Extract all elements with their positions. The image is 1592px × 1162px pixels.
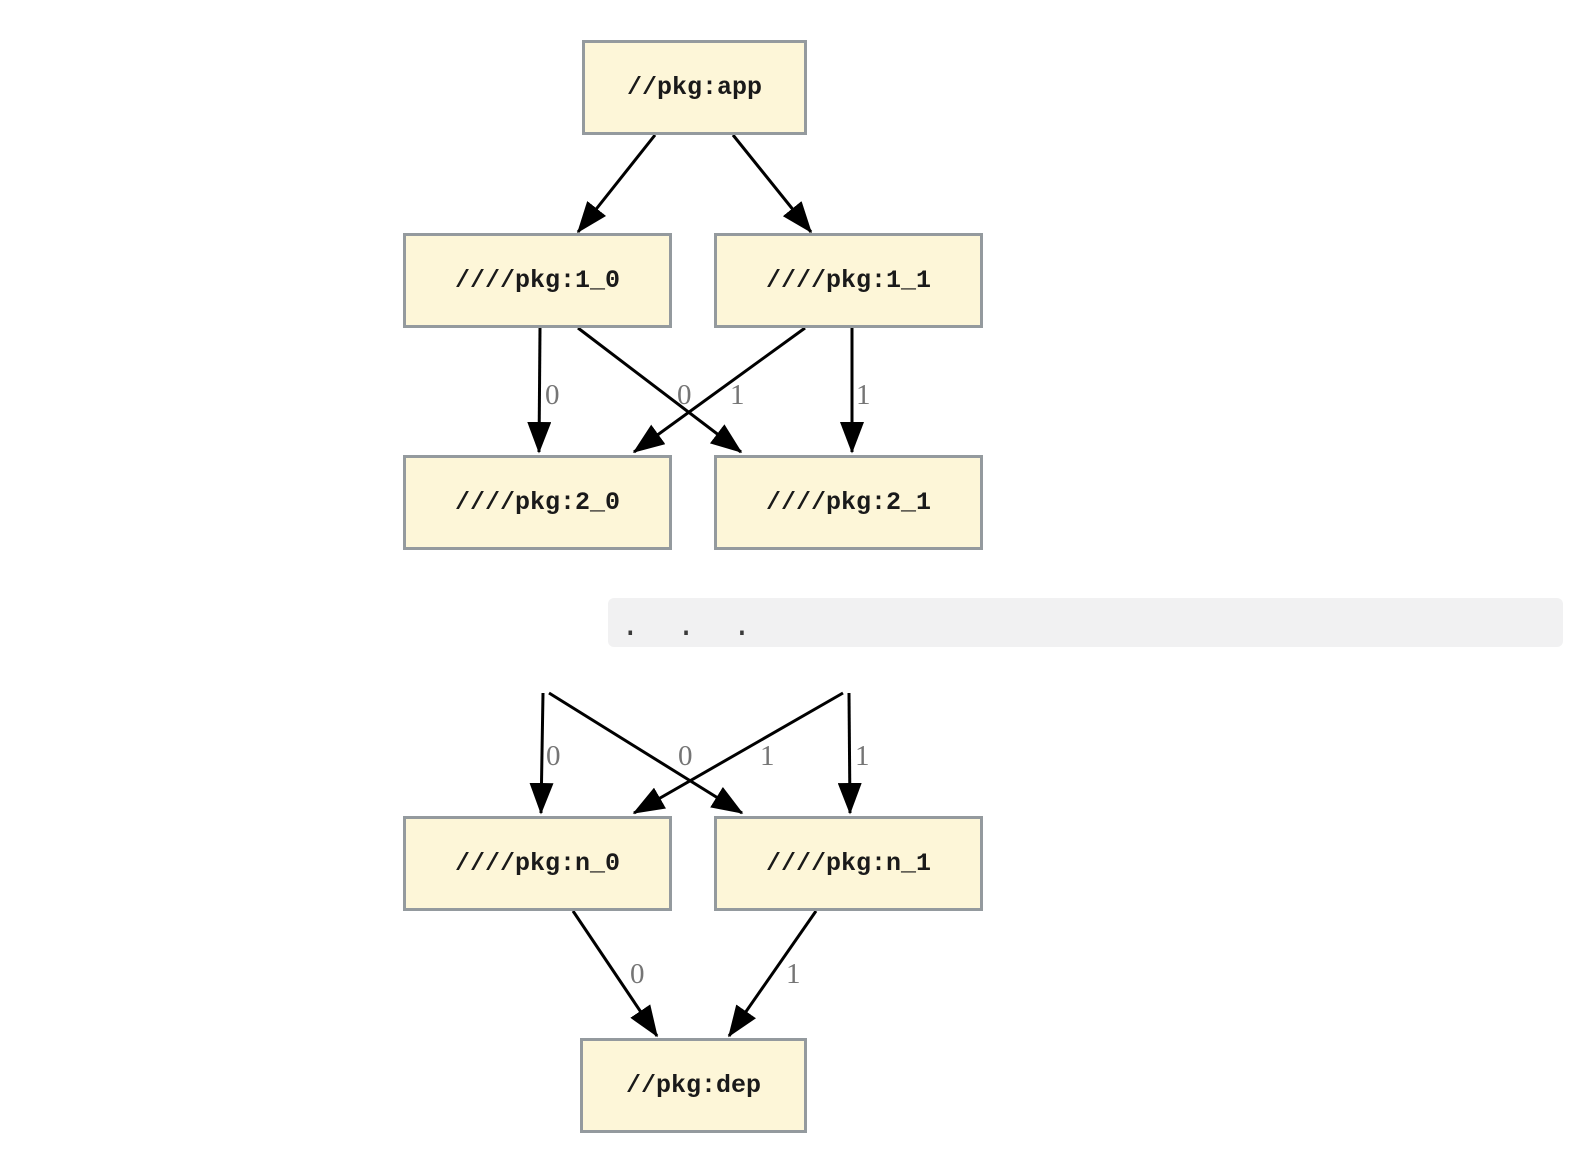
edge-prev-to-n_0-left (529, 692, 554, 815)
edge-prev-to-n_1-right (837, 692, 862, 815)
node-pkg-2_0: ////pkg:2_0 (403, 455, 672, 550)
edge-prev-to-n_0-cross (632, 691, 844, 815)
edge-1_0-to-2_0 (527, 327, 552, 454)
ellipsis-text: . . . (621, 610, 752, 645)
edge-label: 1 (760, 740, 775, 772)
node-pkg-1_1: ////pkg:1_1 (714, 233, 983, 328)
edge-label: 1 (856, 379, 871, 411)
node-label: ////pkg:1_1 (765, 266, 932, 295)
edge-n_0-to-dep (571, 910, 659, 1038)
edge-app-to-1_1 (731, 134, 813, 234)
edge-label: 1 (786, 958, 801, 990)
node-label: ////pkg:n_0 (454, 849, 621, 878)
edge-1_0-to-2_1 (577, 326, 743, 454)
edge-label: 0 (630, 958, 645, 990)
edge-label: 1 (730, 379, 745, 411)
edge-app-to-1_0 (576, 134, 657, 234)
node-pkg-dep: //pkg:dep (580, 1038, 807, 1133)
edge-n_1-to-dep (727, 910, 818, 1038)
edge-prev-to-n_1-cross (548, 691, 744, 815)
edge-label: 0 (545, 379, 560, 411)
node-label: //pkg:dep (625, 1071, 762, 1100)
node-pkg-app: //pkg:app (582, 40, 807, 135)
edge-label: 1 (855, 740, 870, 772)
edge-label: 0 (546, 740, 561, 772)
node-label: ////pkg:1_0 (454, 266, 621, 295)
node-label: ////pkg:n_1 (765, 849, 932, 878)
edge-label: 0 (678, 740, 693, 772)
code-ellipsis-block: . . . (608, 598, 1563, 647)
node-pkg-2_1: ////pkg:2_1 (714, 455, 983, 550)
node-pkg-n_1: ////pkg:n_1 (714, 816, 983, 911)
node-pkg-1_0: ////pkg:1_0 (403, 233, 672, 328)
edge-1_1-to-2_0 (632, 326, 806, 454)
node-pkg-n_0: ////pkg:n_0 (403, 816, 672, 911)
node-label: ////pkg:2_0 (454, 488, 621, 517)
node-label: ////pkg:2_1 (765, 488, 932, 517)
node-label: //pkg:app (626, 73, 763, 102)
edge-label: 0 (677, 379, 692, 411)
